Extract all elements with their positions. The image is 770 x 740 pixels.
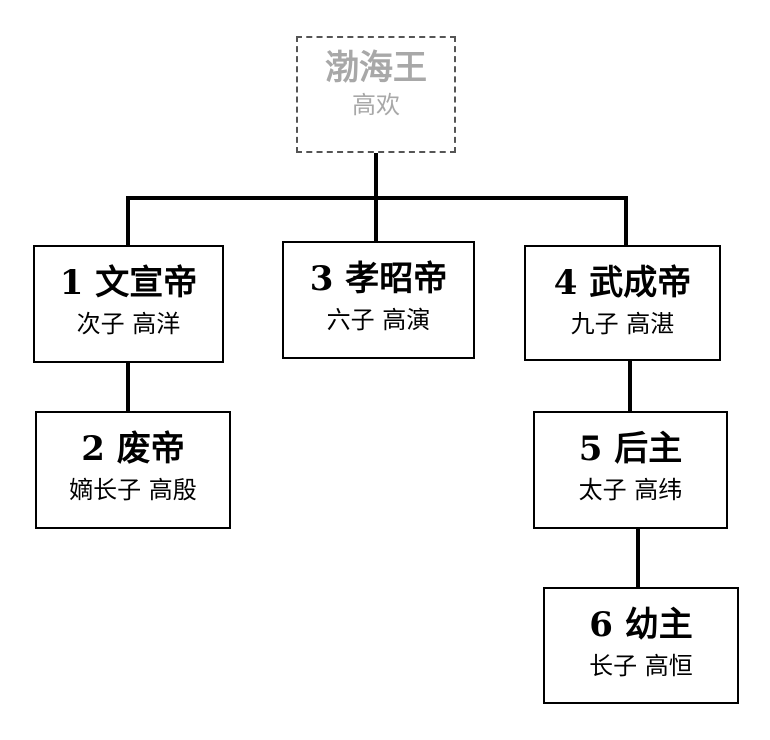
ruler-title: 3 孝昭帝 xyxy=(309,259,448,299)
ruler-subtitle: 次子 高洋 xyxy=(76,310,181,338)
ruler-subtitle: 长子 高恒 xyxy=(589,652,693,680)
ruler-title: 5 后主 xyxy=(578,429,683,469)
ruler-title: 4 武成帝 xyxy=(553,263,692,303)
ancestor-node: 渤海王 高欢 xyxy=(296,36,456,153)
ruler-subtitle: 六子 高演 xyxy=(326,306,431,334)
ruler-node-2: 2 废帝 嫡长子 高殷 xyxy=(35,411,231,529)
ancestor-title: 渤海王 xyxy=(325,48,427,88)
ruler-node-6: 6 幼主 长子 高恒 xyxy=(543,587,739,704)
ruler-subtitle: 嫡长子 高殷 xyxy=(69,476,197,504)
ruler-subtitle: 九子 高湛 xyxy=(570,310,675,338)
ruler-node-5: 5 后主 太子 高纬 xyxy=(533,411,728,529)
ruler-node-4: 4 武成帝 九子 高湛 xyxy=(524,245,721,361)
ancestor-name: 高欢 xyxy=(352,91,400,119)
ruler-title: 1 文宣帝 xyxy=(59,263,198,303)
ruler-node-3: 3 孝昭帝 六子 高演 xyxy=(282,241,475,359)
ruler-title: 6 幼主 xyxy=(589,605,693,645)
ruler-node-1: 1 文宣帝 次子 高洋 xyxy=(33,245,224,363)
ruler-subtitle: 太子 高纬 xyxy=(578,476,683,504)
ruler-title: 2 废帝 xyxy=(81,429,185,469)
